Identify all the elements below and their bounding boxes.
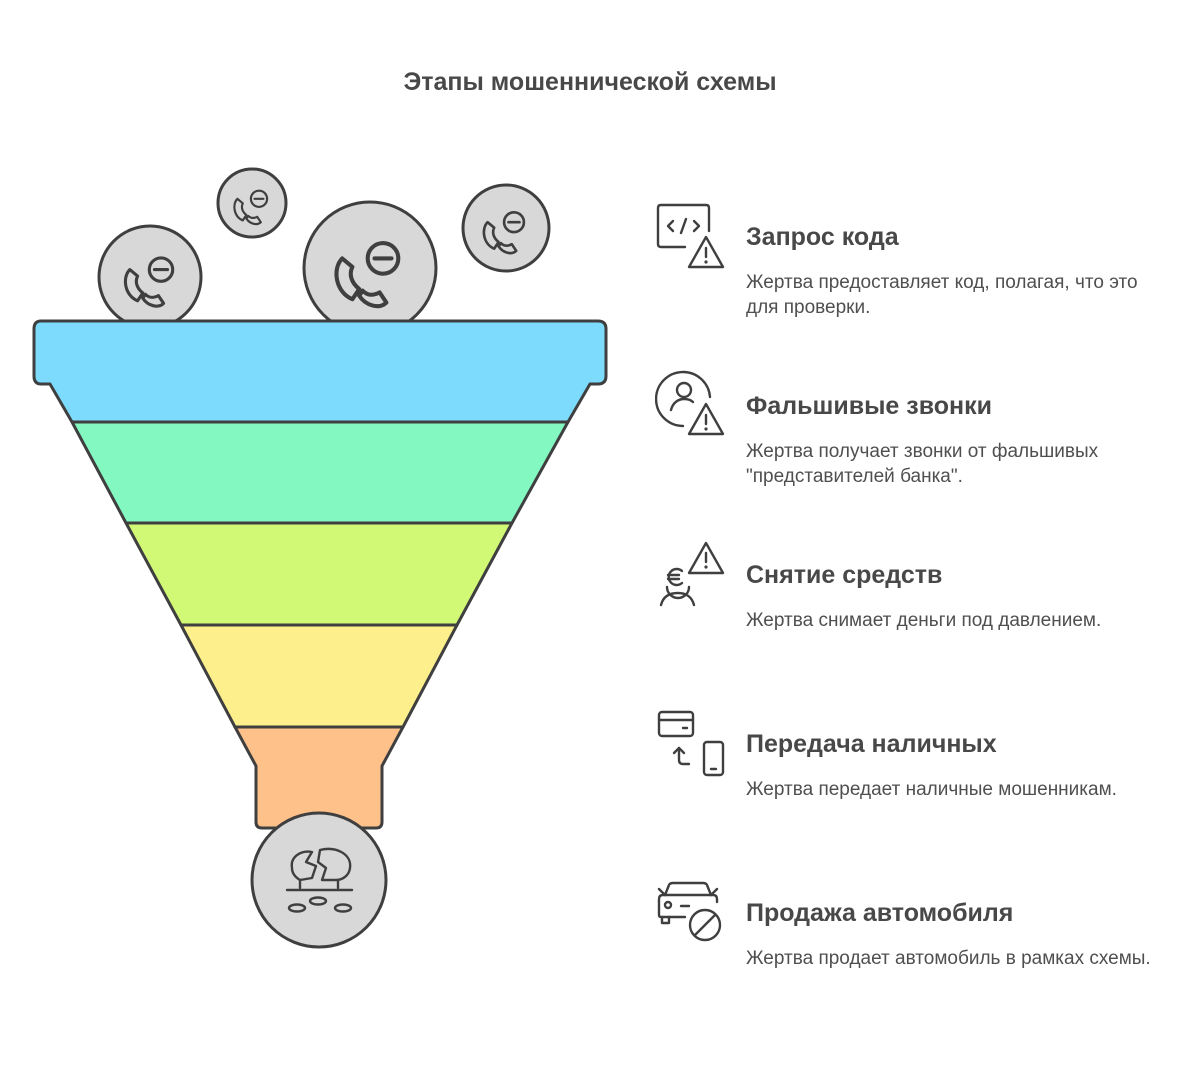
- funnel-segment-3: [124, 521, 514, 627]
- code-warning-icon: [656, 203, 725, 269]
- stage-heading: Фальшивые звонки: [746, 392, 992, 420]
- stage-description: Жертва предоставляет код, полагая, что э…: [746, 272, 1138, 318]
- coin-phone-minus-icon: [461, 183, 551, 273]
- coin-phone-minus-icon: [302, 200, 438, 336]
- funnel-segment-5: [233, 725, 405, 830]
- funnel-segment-4: [179, 623, 459, 729]
- stage-heading: Снятие средств: [746, 561, 943, 589]
- stage-item: Фальшивые звонки Жертва получает звонки …: [655, 370, 1175, 500]
- funnel-segment-2: [70, 420, 570, 525]
- coin-phone-minus-icon: [97, 224, 203, 330]
- stage-item: Снятие средств Жертва снимает деньги под…: [655, 539, 1175, 669]
- stage-item: Продажа автомобиля Жертва продает автомо…: [655, 877, 1175, 1007]
- car-blocked-icon: [657, 881, 722, 942]
- page-title: Этапы мошеннической схемы: [403, 68, 777, 96]
- stage-heading: Запрос кода: [746, 223, 899, 251]
- funnel-segment-1: [32, 319, 608, 424]
- stage-description: Жертва получает звонки от фальшивых "пре…: [746, 441, 1099, 487]
- stage-description: Жертва продает автомобиль в рамках схемы…: [746, 948, 1151, 969]
- euro-person-warning-icon: [659, 541, 725, 607]
- stage-heading: Продажа автомобиля: [746, 899, 1014, 927]
- stage-description: Жертва снимает деньги под давлением.: [746, 610, 1102, 631]
- stage-item: Передача наличных Жертва передает наличн…: [655, 708, 1175, 838]
- broken-piggy-bank-icon: [250, 811, 388, 949]
- card-to-phone-icon: [657, 710, 725, 777]
- funnel-diagram: [32, 167, 608, 949]
- stage-description: Жертва передает наличные мошенникам.: [746, 779, 1117, 800]
- stage-heading: Передача наличных: [746, 730, 997, 758]
- coin-phone-minus-icon: [216, 167, 288, 239]
- stage-item: Запрос кода Жертва предоставляет код, по…: [655, 201, 1175, 331]
- user-warning-icon: [655, 370, 725, 436]
